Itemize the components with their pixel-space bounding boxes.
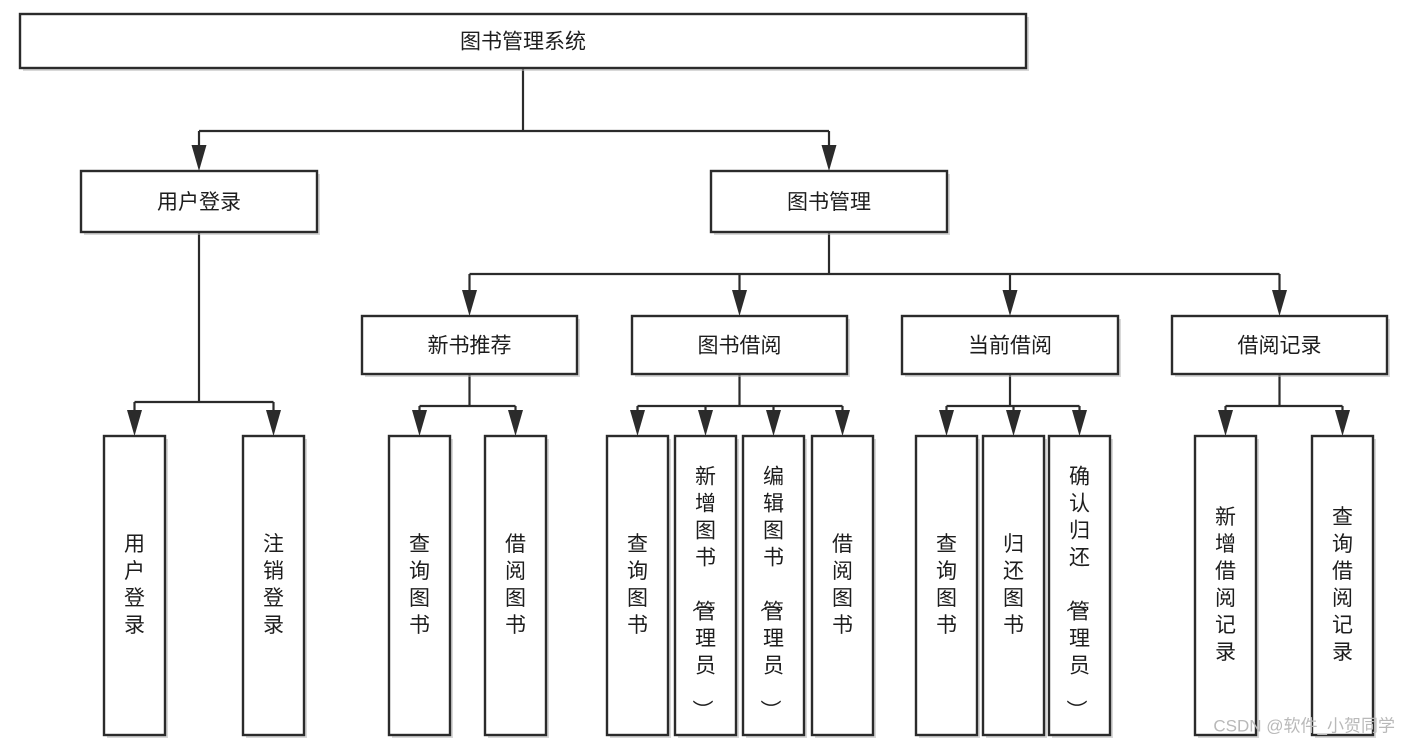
node-box[interactable]: [914, 434, 979, 737]
node-new-book-rec[interactable]: 新书推荐: [360, 314, 580, 377]
node-box[interactable]: [241, 434, 306, 737]
node-label: 图书借阅: [698, 335, 782, 358]
node-leaf-logout[interactable]: 注销登录: [241, 434, 307, 738]
connector-group-book-borrow: [630, 374, 850, 436]
node-leaf-user-login[interactable]: 用户登录: [102, 434, 168, 738]
node-box[interactable]: [360, 314, 579, 376]
node-leaf-edit-book[interactable]: 编辑图书（管理员）: [741, 434, 807, 738]
node-leaf-query-record[interactable]: 查询借阅记录: [1310, 434, 1376, 738]
node-current-borrow[interactable]: 当前借阅: [900, 314, 1121, 377]
node-leaf-add-record[interactable]: 新增借阅记录: [1193, 434, 1259, 738]
node-label: 查询图书: [936, 533, 957, 637]
connector-group-user-login: [127, 232, 281, 436]
node-label: 新增借阅记录: [1215, 506, 1236, 664]
node-label: 借阅图书: [505, 533, 526, 637]
node-box[interactable]: [981, 434, 1046, 737]
connector-group-borrow-record: [1218, 374, 1350, 436]
node-box[interactable]: [810, 434, 875, 737]
node-label: 查询借阅记录: [1332, 506, 1353, 664]
connector-layer: [127, 68, 1350, 436]
node-box[interactable]: [605, 434, 670, 737]
node-user-login[interactable]: 用户登录: [79, 169, 320, 235]
node-label: 借阅记录: [1238, 335, 1322, 358]
node-box[interactable]: [1170, 314, 1389, 376]
node-book-manage[interactable]: 图书管理: [709, 169, 950, 235]
node-box[interactable]: [387, 434, 452, 737]
node-borrow-record[interactable]: 借阅记录: [1170, 314, 1390, 377]
node-box[interactable]: [900, 314, 1120, 376]
node-box[interactable]: [483, 434, 548, 737]
node-leaf-borrow-book-1[interactable]: 借阅图书: [483, 434, 549, 738]
node-label: 编辑图书（管理员）: [758, 465, 784, 720]
connector-group-book-manage: [462, 232, 1287, 316]
node-box[interactable]: [79, 169, 319, 234]
node-label: 图书管理系统: [460, 31, 586, 54]
node-box[interactable]: [1047, 434, 1112, 737]
node-leaf-query-book-2[interactable]: 查询图书: [605, 434, 671, 738]
node-box[interactable]: [102, 434, 167, 737]
node-label: 查询图书: [627, 533, 648, 637]
node-label: 图书管理: [787, 191, 871, 214]
connector-group-new-book-rec: [412, 374, 523, 436]
node-label: 注销登录: [263, 533, 284, 637]
node-label: 用户登录: [157, 191, 241, 214]
node-box[interactable]: [1310, 434, 1375, 737]
node-box[interactable]: [630, 314, 849, 376]
node-leaf-borrow-book-2[interactable]: 借阅图书: [810, 434, 876, 738]
node-box[interactable]: [1193, 434, 1258, 737]
node-label: 当前借阅: [968, 335, 1052, 358]
node-leaf-query-book-3[interactable]: 查询图书: [914, 434, 980, 738]
node-box[interactable]: [18, 12, 1028, 70]
node-box[interactable]: [741, 434, 806, 737]
node-label: 确认归还（管理员）: [1064, 465, 1090, 720]
connector-group-root: [191, 68, 837, 171]
node-label: 用户登录: [124, 533, 145, 637]
node-book-borrow[interactable]: 图书借阅: [630, 314, 850, 377]
node-label: 归还图书: [1003, 533, 1024, 637]
node-leaf-query-book-1[interactable]: 查询图书: [387, 434, 453, 738]
node-box[interactable]: [709, 169, 949, 234]
node-label: 新增图书（管理员）: [690, 465, 716, 720]
node-root[interactable]: 图书管理系统: [18, 12, 1029, 71]
connector-group-current-borrow: [939, 374, 1087, 436]
node-leaf-confirm-return[interactable]: 确认归还（管理员）: [1047, 434, 1113, 738]
node-label: 借阅图书: [832, 533, 853, 637]
node-leaf-add-book[interactable]: 新增图书（管理员）: [673, 434, 739, 738]
node-layer: 图书管理系统用户登录图书管理新书推荐图书借阅当前借阅借阅记录用户登录注销登录查询…: [18, 12, 1390, 738]
node-leaf-return-book[interactable]: 归还图书: [981, 434, 1047, 738]
node-label: 新书推荐: [428, 335, 512, 358]
node-label: 查询图书: [409, 533, 430, 637]
node-box[interactable]: [673, 434, 738, 737]
watermark-label: CSDN @软件_小贺同学: [1213, 717, 1395, 736]
